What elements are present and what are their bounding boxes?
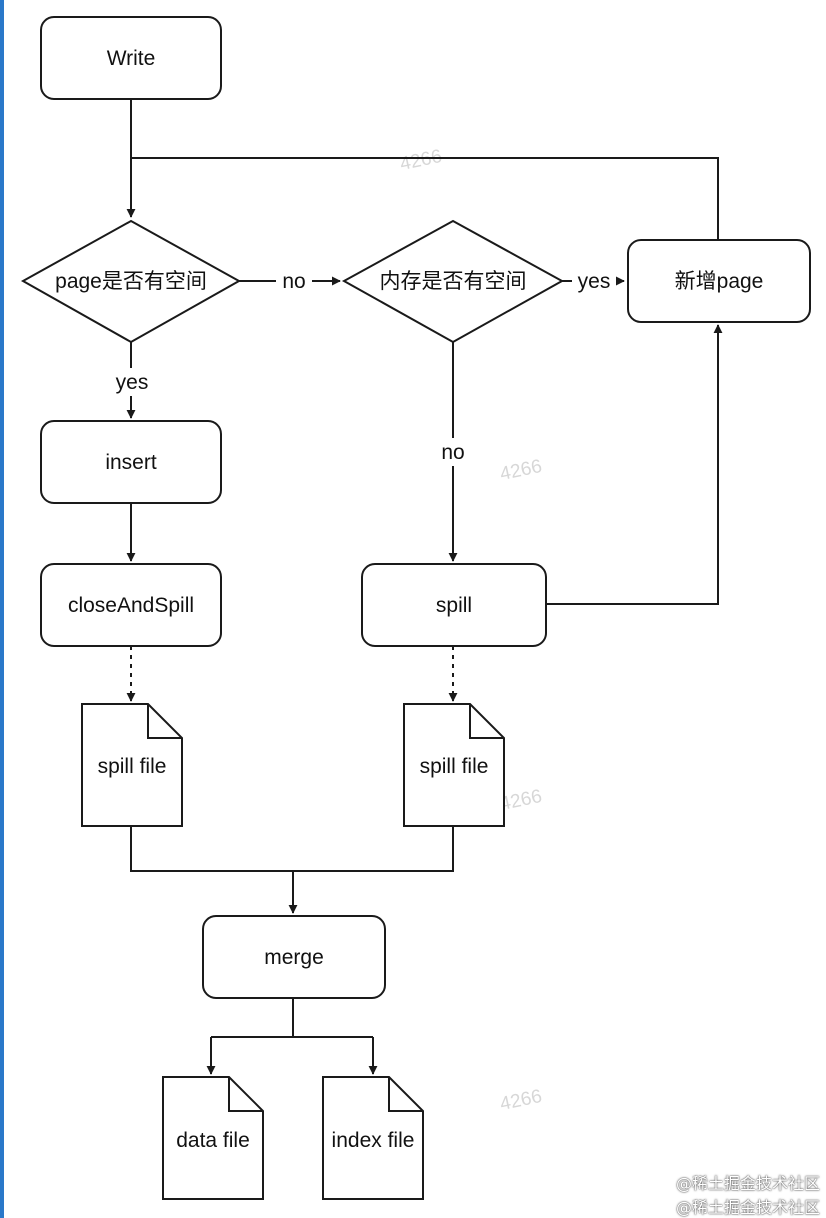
edge-labels: no yes yes no [116, 270, 611, 464]
edge-label-yes-1: yes [578, 270, 611, 293]
index-file-doc [322, 1076, 424, 1200]
data-file-label: data file [176, 1129, 250, 1152]
memory-check-label: 内存是否有空间 [380, 270, 527, 293]
close-and-spill-box [40, 563, 222, 647]
write-box [40, 16, 222, 100]
insert-label: insert [105, 451, 157, 474]
merge-label: merge [264, 946, 324, 969]
edge-label-no-1: no [282, 270, 305, 293]
index-file-label: index file [332, 1129, 415, 1152]
edge-loop-add-page-to-page-check [131, 157, 719, 240]
credit-line-2: @稀土掘金技术社区 [675, 1198, 820, 1217]
page-check-label: page是否有空间 [55, 270, 207, 293]
spill-label: spill [436, 594, 472, 617]
node-labels: Write page是否有空间 内存是否有空间 新增page insert cl… [55, 47, 763, 1152]
edge-spill-to-add-page [546, 324, 723, 605]
close-and-spill-label: closeAndSpill [68, 594, 194, 617]
spill-file-right-doc [403, 703, 505, 827]
spill-box [361, 563, 547, 647]
spill-file-left-doc [81, 703, 183, 827]
connectors [126, 99, 723, 1074]
edge-label-yes-2: yes [116, 371, 149, 394]
memory-check-diamond [341, 219, 565, 344]
add-page-box [627, 239, 811, 323]
credit-line-1: @稀土掘金技术社区 [675, 1174, 820, 1193]
write-label: Write [107, 47, 156, 70]
spill-file-left-label: spill file [98, 755, 167, 778]
insert-box [40, 420, 222, 504]
spill-file-right-label: spill file [420, 755, 489, 778]
page-check-diamond [20, 219, 242, 344]
edge-label-no-2: no [441, 441, 464, 464]
window-edge [0, 0, 4, 1218]
edge-files-to-merge [130, 826, 454, 913]
shapes [20, 16, 811, 1200]
data-file-doc [162, 1076, 264, 1200]
merge-box [202, 915, 386, 999]
edge-label-backgrounds [108, 268, 616, 466]
edge-merge-to-outputs [210, 998, 373, 1074]
add-page-label: 新增page [675, 270, 764, 293]
